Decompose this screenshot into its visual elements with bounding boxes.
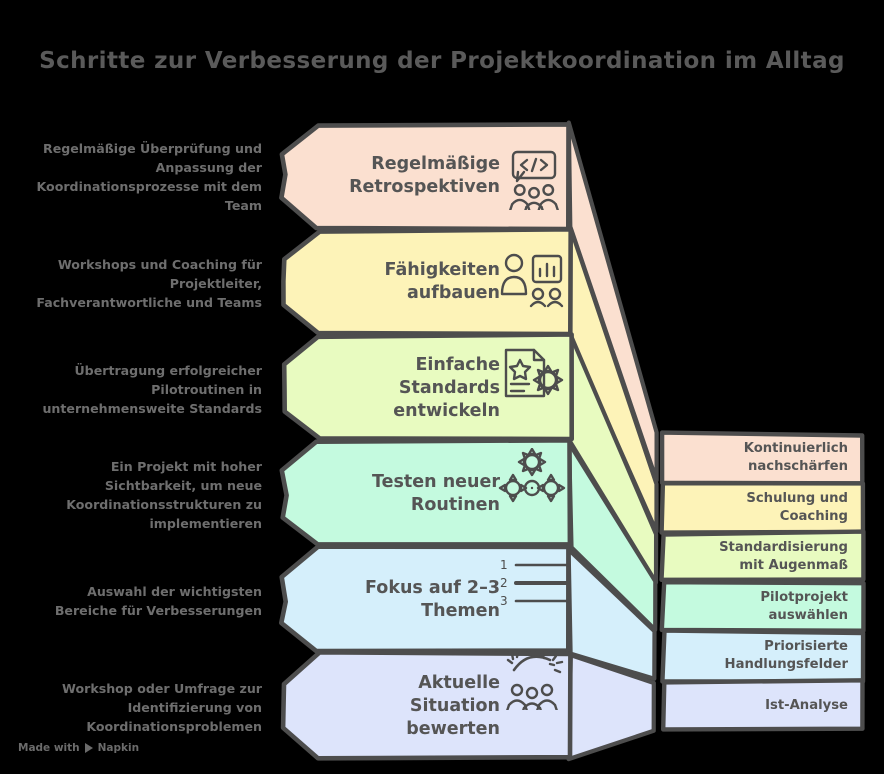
svg-text:2: 2	[500, 576, 508, 590]
document-star-gear-icon	[498, 346, 566, 408]
gears-cluster-icon	[498, 448, 566, 510]
step-description-6: Workshop oder Umfrage zur Identifizierun…	[62, 680, 262, 734]
outcome-label-5: Priorisierte Handlungsfelder	[724, 639, 848, 672]
step-title-1: Regelmäßige Retrospektiven	[349, 154, 500, 197]
step-chevron-2[interactable]	[281, 227, 573, 337]
step-description-2: Workshops und Coaching für Projektleiter…	[36, 256, 262, 310]
svg-text:3: 3	[500, 594, 508, 608]
step-chevron-3[interactable]	[281, 332, 574, 442]
step-title-6: Aktuelle Situation bewerten	[406, 672, 500, 739]
outcome-box-6[interactable]	[661, 678, 865, 732]
footer-prefix: Made with	[18, 742, 80, 754]
numbered-list-icon: 1 2 3	[498, 556, 574, 612]
celebration-people-icon	[498, 648, 566, 710]
step-title-2: Fähigkeiten aufbauen	[384, 260, 500, 303]
footer-brand: Napkin	[97, 742, 140, 754]
made-with-napkin-footer: Made with Napkin	[18, 742, 139, 754]
outcome-label-2: Schulung und Coaching	[746, 490, 848, 524]
outcome-label-6: Ist-Analyse	[765, 697, 848, 713]
step-chevron-1[interactable]	[279, 122, 571, 232]
step-title-3: Einfache Standards entwickeln	[393, 354, 500, 421]
step-description-5: Auswahl der wichtigsten Bereiche für Ver…	[54, 584, 262, 618]
page-title: Schritte zur Verbesserung der Projektkoo…	[39, 48, 845, 74]
outcome-label-4: Pilotprojekt auswählen	[760, 589, 848, 623]
step-description-1: Regelmäßige Überprüfung und Anpassung de…	[36, 141, 263, 213]
outcome-label-1: Kontinuierlich nachschärfen	[743, 441, 848, 474]
step-chevron-4[interactable]	[279, 438, 573, 547]
step-description-3: Übertragung erfolgreicher Pilotroutinen …	[42, 362, 262, 416]
presentation-trainer-icon	[498, 250, 566, 312]
step-title-5: Fokus auf 2–3 Themen	[365, 578, 500, 621]
play-triangle-icon	[84, 743, 93, 753]
outcome-box-4[interactable]	[659, 580, 866, 633]
step-description-4: Ein Projekt mit hoher Sichtbarkeit, um n…	[66, 459, 262, 531]
outcome-label-3: Standardisierung mit Augenmaß	[719, 540, 848, 573]
code-bubble-people-icon	[500, 148, 568, 210]
step-chevron-6[interactable]	[280, 650, 573, 761]
svg-text:1: 1	[500, 558, 508, 572]
step-title-4: Testen neuer Routinen	[372, 472, 500, 515]
outcome-box-3[interactable]	[659, 529, 866, 582]
